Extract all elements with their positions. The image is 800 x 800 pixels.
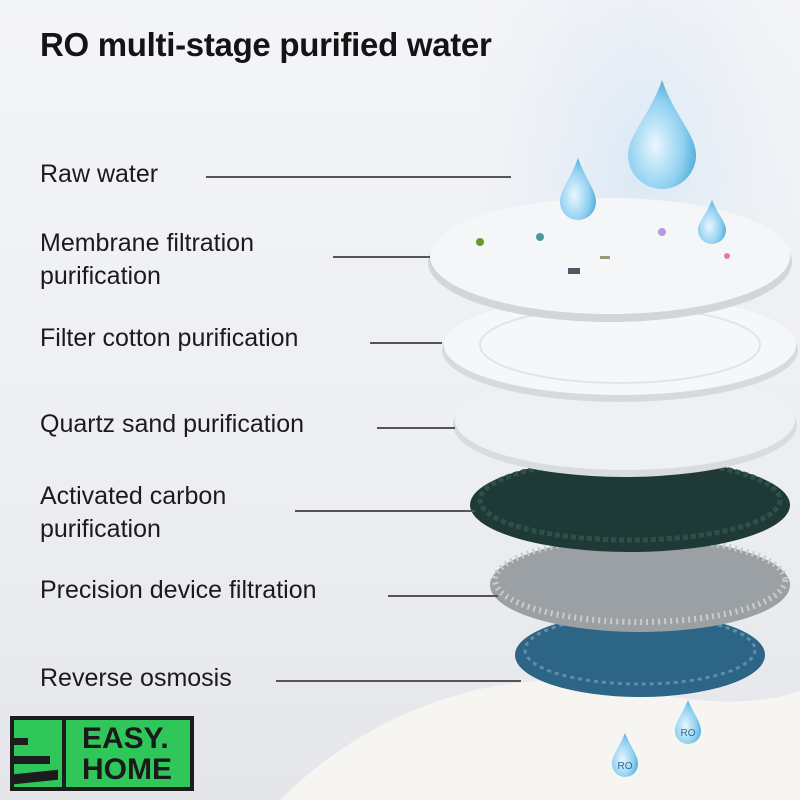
label-precision: Precision device filtration xyxy=(40,576,317,604)
label-reverse-osmosis: Reverse osmosis xyxy=(40,664,232,692)
label-line: Membrane filtration xyxy=(40,229,254,257)
leader-line xyxy=(377,427,455,429)
water-drop-icon xyxy=(628,80,696,189)
water-drop-icon xyxy=(698,200,726,244)
ro-drop-label: RO xyxy=(618,761,633,772)
leader-line xyxy=(333,256,430,258)
logo-line: HOME xyxy=(82,753,172,786)
logo-text: EASY.HOME xyxy=(66,720,190,787)
label-activated-carbon: Activated carbon purification xyxy=(40,480,226,546)
ro-drop-icon xyxy=(675,700,701,744)
leader-line xyxy=(295,510,475,512)
layer-precision xyxy=(490,535,790,632)
layer-cotton xyxy=(442,295,798,402)
brand-logo: EASY.HOME xyxy=(10,716,194,791)
leader-line xyxy=(206,176,511,178)
label-line: purification xyxy=(40,515,161,543)
page-title: RO multi-stage purified water xyxy=(40,26,492,63)
logo-stairs-icon xyxy=(14,720,62,787)
layer-membrane xyxy=(428,198,792,322)
label-raw-water: Raw water xyxy=(40,160,159,188)
layer-carbon xyxy=(470,457,790,552)
logo-line: EASY. xyxy=(82,722,169,755)
layer-quartz xyxy=(453,370,797,477)
leader-line xyxy=(388,595,498,597)
label-membrane: Membrane filtration purification xyxy=(40,227,254,293)
leader-line xyxy=(370,342,442,344)
leader-line xyxy=(276,680,521,682)
label-line: Activated carbon xyxy=(40,482,227,510)
label-quartz-sand: Quartz sand purification xyxy=(40,410,305,438)
ro-drop-label: RO xyxy=(681,728,696,739)
water-drop-icon xyxy=(560,158,596,220)
label-line: purification xyxy=(40,262,161,290)
ro-drop-icon xyxy=(612,733,638,777)
label-filter-cotton: Filter cotton purification xyxy=(40,324,299,352)
